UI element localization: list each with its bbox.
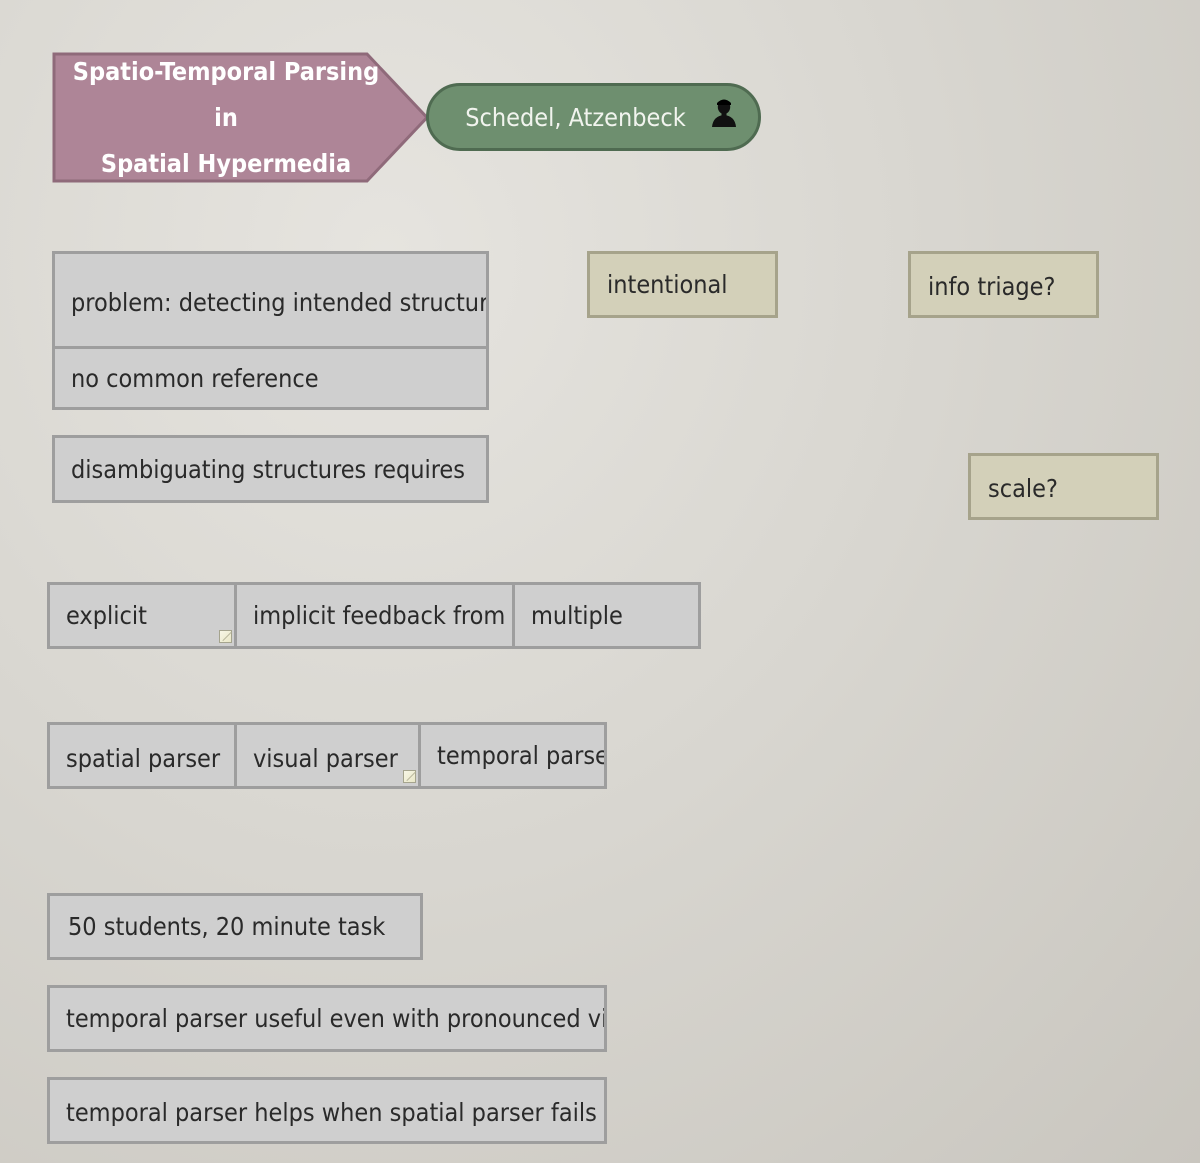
authors-node[interactable]: Schedel, Atzenbeck	[426, 83, 761, 151]
note-scale-text: scale?	[988, 474, 1058, 503]
note-implicit-feedback[interactable]: implicit feedback from	[234, 582, 516, 649]
person-icon	[712, 99, 736, 127]
note-disambiguating[interactable]: disambiguating structures requires	[52, 435, 489, 503]
title-note-shape[interactable]	[52, 52, 430, 183]
note-no-common-reference-text: no common reference	[71, 363, 319, 393]
note-intentional[interactable]: intentional	[587, 251, 778, 318]
note-info-triage[interactable]: info triage?	[908, 251, 1099, 318]
note-no-common-reference[interactable]: no common reference	[52, 346, 489, 410]
note-info-triage-text: info triage?	[928, 272, 1056, 301]
note-multiple-text: multiple	[531, 601, 623, 630]
note-multiple[interactable]: multiple	[512, 582, 701, 649]
note-useful-even-text: temporal parser useful even with pronoun…	[66, 1004, 607, 1033]
note-students-text: 50 students, 20 minute task	[68, 912, 386, 941]
note-temporal-parser-text: temporal parser	[437, 741, 607, 770]
title-line-2: Spatial Hypermedia	[100, 149, 352, 178]
note-helps-when-text: temporal parser helps when spatial parse…	[66, 1098, 597, 1127]
note-spatial-parser-text: spatial parser	[66, 744, 221, 773]
note-implicit-feedback-text: implicit feedback from	[253, 601, 506, 630]
authors-label: Schedel, Atzenbeck	[465, 102, 686, 132]
title-line-1: Spatio-Temporal Parsing in	[72, 57, 380, 132]
note-temporal-parser[interactable]: temporal parser	[418, 722, 607, 789]
note-useful-even[interactable]: temporal parser useful even with pronoun…	[47, 985, 607, 1052]
note-problem-text: problem: detecting intended structure	[71, 287, 489, 317]
note-disambiguating-text: disambiguating structures requires	[71, 454, 465, 484]
resize-handle-icon[interactable]	[403, 770, 416, 783]
note-problem[interactable]: problem: detecting intended structure	[52, 251, 489, 349]
note-helps-when[interactable]: temporal parser helps when spatial parse…	[47, 1077, 607, 1144]
note-intentional-text: intentional	[607, 270, 728, 299]
note-visual-parser[interactable]: visual parser	[234, 722, 422, 789]
page-title: Spatio-Temporal Parsing in Spatial Hyper…	[58, 57, 394, 178]
note-visual-parser-text: visual parser	[253, 744, 398, 773]
note-students[interactable]: 50 students, 20 minute task	[47, 893, 423, 960]
note-explicit[interactable]: explicit	[47, 582, 238, 649]
note-scale[interactable]: scale?	[968, 453, 1159, 520]
resize-handle-icon[interactable]	[219, 630, 232, 643]
note-spatial-parser[interactable]: spatial parser	[47, 722, 238, 789]
note-explicit-text: explicit	[66, 601, 147, 630]
